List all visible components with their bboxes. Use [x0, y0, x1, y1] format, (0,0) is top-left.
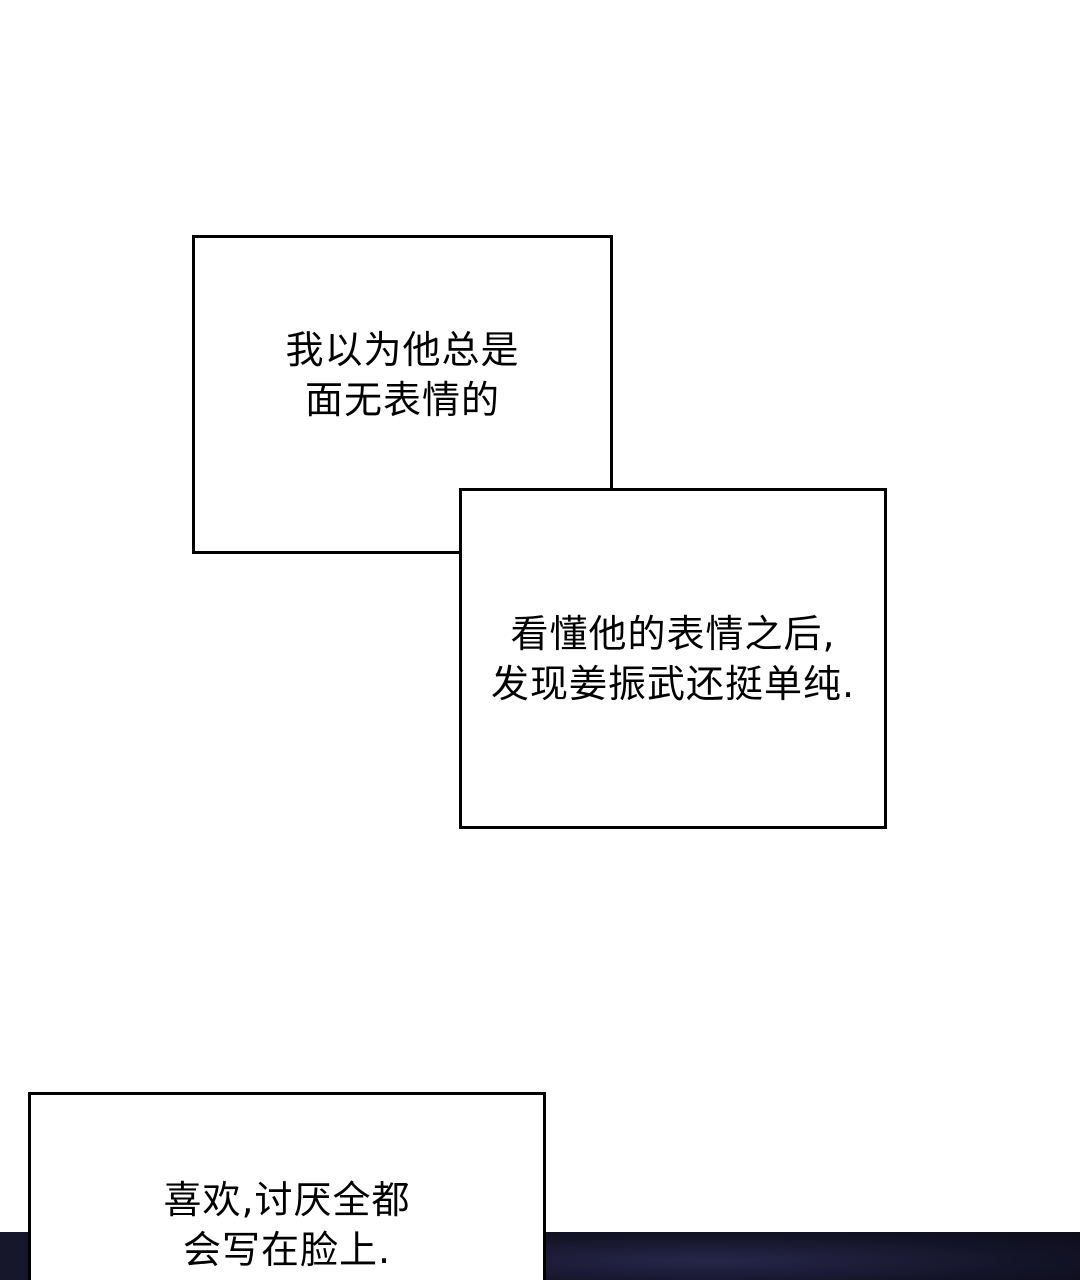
caption-text-2: 看懂他的表情之后, 发现姜振武还挺单纯. [491, 609, 855, 709]
caption-line: 看懂他的表情之后, [510, 611, 836, 656]
caption-line: 发现姜振武还挺单纯. [490, 661, 856, 706]
caption-box-3: 喜欢,讨厌全都 会写在脸上. [28, 1092, 546, 1280]
caption-line: 面无表情的 [304, 377, 500, 422]
caption-line: 喜欢,讨厌全都 [163, 1178, 411, 1222]
caption-text-3: 喜欢,讨厌全都 会写在脸上. [163, 1175, 410, 1275]
caption-box-2: 看懂他的表情之后, 发现姜振武还挺单纯. [459, 488, 887, 829]
caption-line: 我以为他总是 [285, 327, 520, 372]
night-panel-edge-left [0, 1232, 28, 1280]
caption-text-1: 我以为他总是 面无表情的 [285, 325, 519, 425]
caption-line: 会写在脸上. [182, 1228, 392, 1272]
caption-box-1: 我以为他总是 面无表情的 [192, 235, 613, 554]
night-panel-edge [546, 1232, 1080, 1280]
